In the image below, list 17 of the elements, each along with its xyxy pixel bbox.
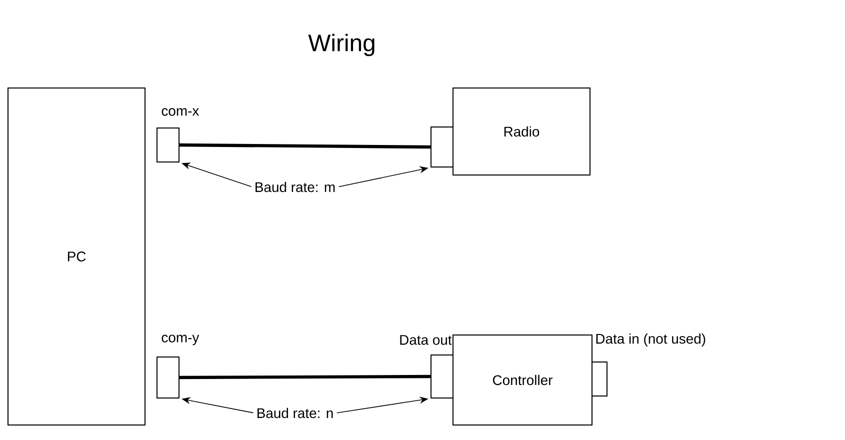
port-box (156, 127, 180, 162)
port-box (592, 361, 608, 396)
cable-line (180, 143, 431, 149)
port-box (156, 356, 180, 398)
computer-box: PC (8, 87, 146, 426)
port-box (430, 354, 454, 398)
port-label: com-x (162, 108, 200, 116)
leader-text: Baud rate: n (258, 408, 333, 418)
cable-line (180, 374, 431, 380)
port-label: Data in (not used) (596, 333, 706, 346)
port-label: Data out (400, 335, 452, 345)
device-box: Radio (452, 87, 590, 176)
device-box: Controller (452, 334, 592, 426)
port-box (430, 126, 454, 168)
title: Wiring (308, 34, 374, 56)
port-label: com-y (162, 334, 200, 346)
leader-text: Baud rate: m (256, 182, 335, 192)
